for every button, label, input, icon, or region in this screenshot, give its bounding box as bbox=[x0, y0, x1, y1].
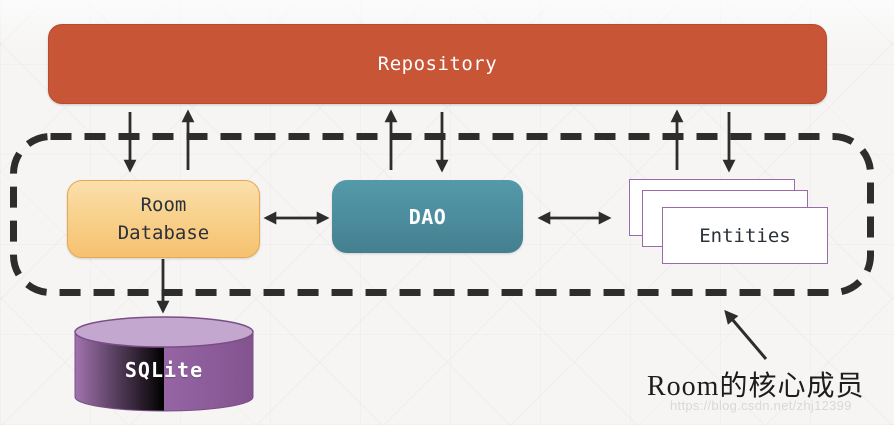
sqlite-label: SQLite bbox=[124, 358, 204, 382]
sqlite-cylinder bbox=[74, 316, 254, 412]
node-dao: DAO bbox=[332, 180, 523, 253]
entities-label: Entities bbox=[699, 224, 791, 247]
node-entities: Entities bbox=[662, 207, 828, 264]
annotation-room-core-members: Room的核心成员 bbox=[647, 371, 865, 402]
room-database-label-line1: Room bbox=[140, 194, 187, 216]
node-room-database: Room Database bbox=[67, 180, 260, 258]
repository-label: Repository bbox=[377, 53, 498, 75]
node-repository: Repository bbox=[48, 24, 827, 104]
room-database-label-line2: Database bbox=[117, 222, 210, 244]
arrow-annotation-to-group bbox=[724, 309, 768, 360]
csdn-watermark: https://blog.csdn.net/zhj12399 bbox=[670, 398, 852, 413]
dao-label: DAO bbox=[408, 204, 447, 229]
